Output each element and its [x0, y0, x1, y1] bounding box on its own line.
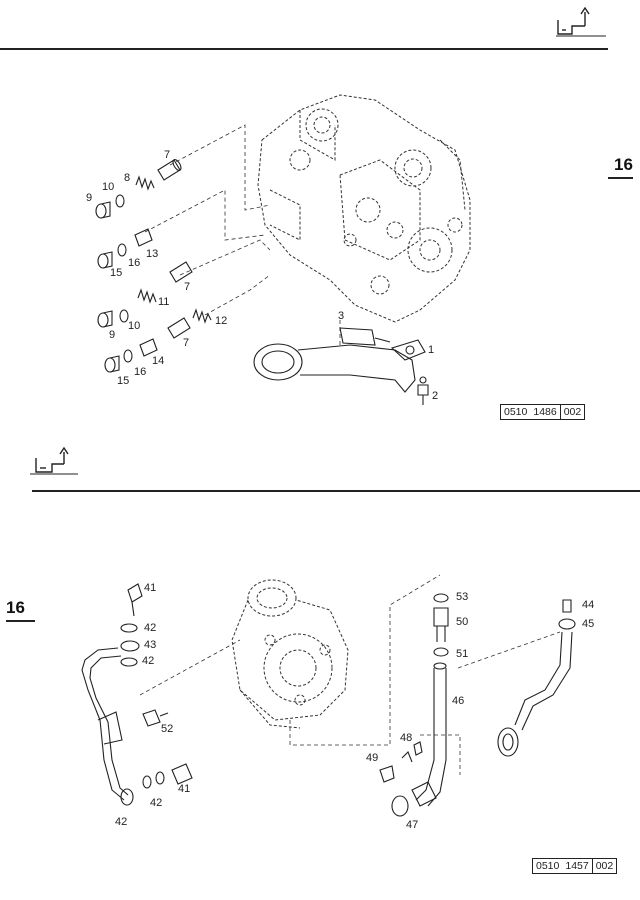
part-label-7b: 7	[184, 281, 191, 293]
leader-lines-top	[144, 124, 341, 345]
part-label-43: 43	[144, 639, 157, 651]
part-label-7c: 7	[183, 337, 190, 349]
oil-feed-pipe	[81, 583, 193, 806]
part-label-53: 53	[456, 591, 469, 603]
part-label-44: 44	[582, 599, 595, 611]
part-label-45: 45	[582, 618, 595, 630]
part-label-9b: 9	[109, 329, 116, 341]
part-label-7a: 7	[164, 149, 171, 161]
engine-block-drawing	[257, 94, 471, 323]
part-label-52: 52	[161, 723, 174, 735]
part-label-10a: 10	[102, 181, 115, 193]
part-label-41a: 41	[144, 582, 157, 594]
ref-code-a: 0510	[504, 406, 528, 418]
part-label-14: 14	[152, 355, 165, 367]
part-label-1: 1	[428, 344, 435, 356]
part-label-13: 13	[146, 248, 159, 260]
part-label-49: 49	[366, 752, 379, 764]
section-number-bottom: 16	[6, 598, 35, 622]
part-label-15b: 15	[117, 375, 130, 387]
part-label-51: 51	[456, 648, 469, 660]
oil-return-pipe	[379, 593, 449, 817]
middle-rule	[32, 490, 640, 492]
part-label-41b: 41	[178, 783, 191, 795]
ref-code-c: 002	[591, 859, 617, 873]
part-label-42a: 42	[144, 622, 157, 634]
oil-suction-pipe	[253, 327, 429, 405]
part-label-46: 46	[452, 695, 465, 707]
oil-sump-pan-icon-small	[30, 446, 78, 475]
part-label-48: 48	[400, 732, 413, 744]
ref-code-c: 002	[559, 405, 585, 419]
top-rule	[0, 48, 608, 50]
part-label-12: 12	[215, 315, 228, 327]
leader-lines-bottom	[139, 574, 561, 775]
ref-code-b: 1457	[565, 860, 589, 872]
part-label-8: 8	[124, 172, 131, 184]
part-label-42d: 42	[115, 816, 128, 828]
part-label-47: 47	[406, 819, 419, 831]
oil-sump-pan-icon	[556, 6, 606, 37]
part-label-42c: 42	[150, 797, 163, 809]
part-label-16a: 16	[128, 257, 141, 269]
part-label-15a: 15	[110, 267, 123, 279]
section-number-top: 16	[608, 155, 633, 179]
part-label-3: 3	[338, 310, 345, 322]
part-label-11: 11	[158, 296, 170, 308]
part-label-10b: 10	[128, 320, 141, 332]
drawing-reference-top: 0510 1486 002	[500, 404, 586, 420]
ref-code-b: 1486	[533, 406, 557, 418]
part-label-2: 2	[432, 390, 439, 402]
part-label-42b: 42	[142, 655, 155, 667]
part-label-9a: 9	[86, 192, 93, 204]
drawing-reference-bottom: 0510 1457 002	[532, 858, 618, 874]
turbocharger-drawing	[231, 579, 349, 729]
part-label-16b: 16	[134, 366, 147, 378]
flexible-hose	[497, 599, 576, 757]
part-label-50: 50	[456, 616, 469, 628]
valve-parts-top	[95, 159, 212, 373]
ref-code-a: 0510	[536, 860, 560, 872]
